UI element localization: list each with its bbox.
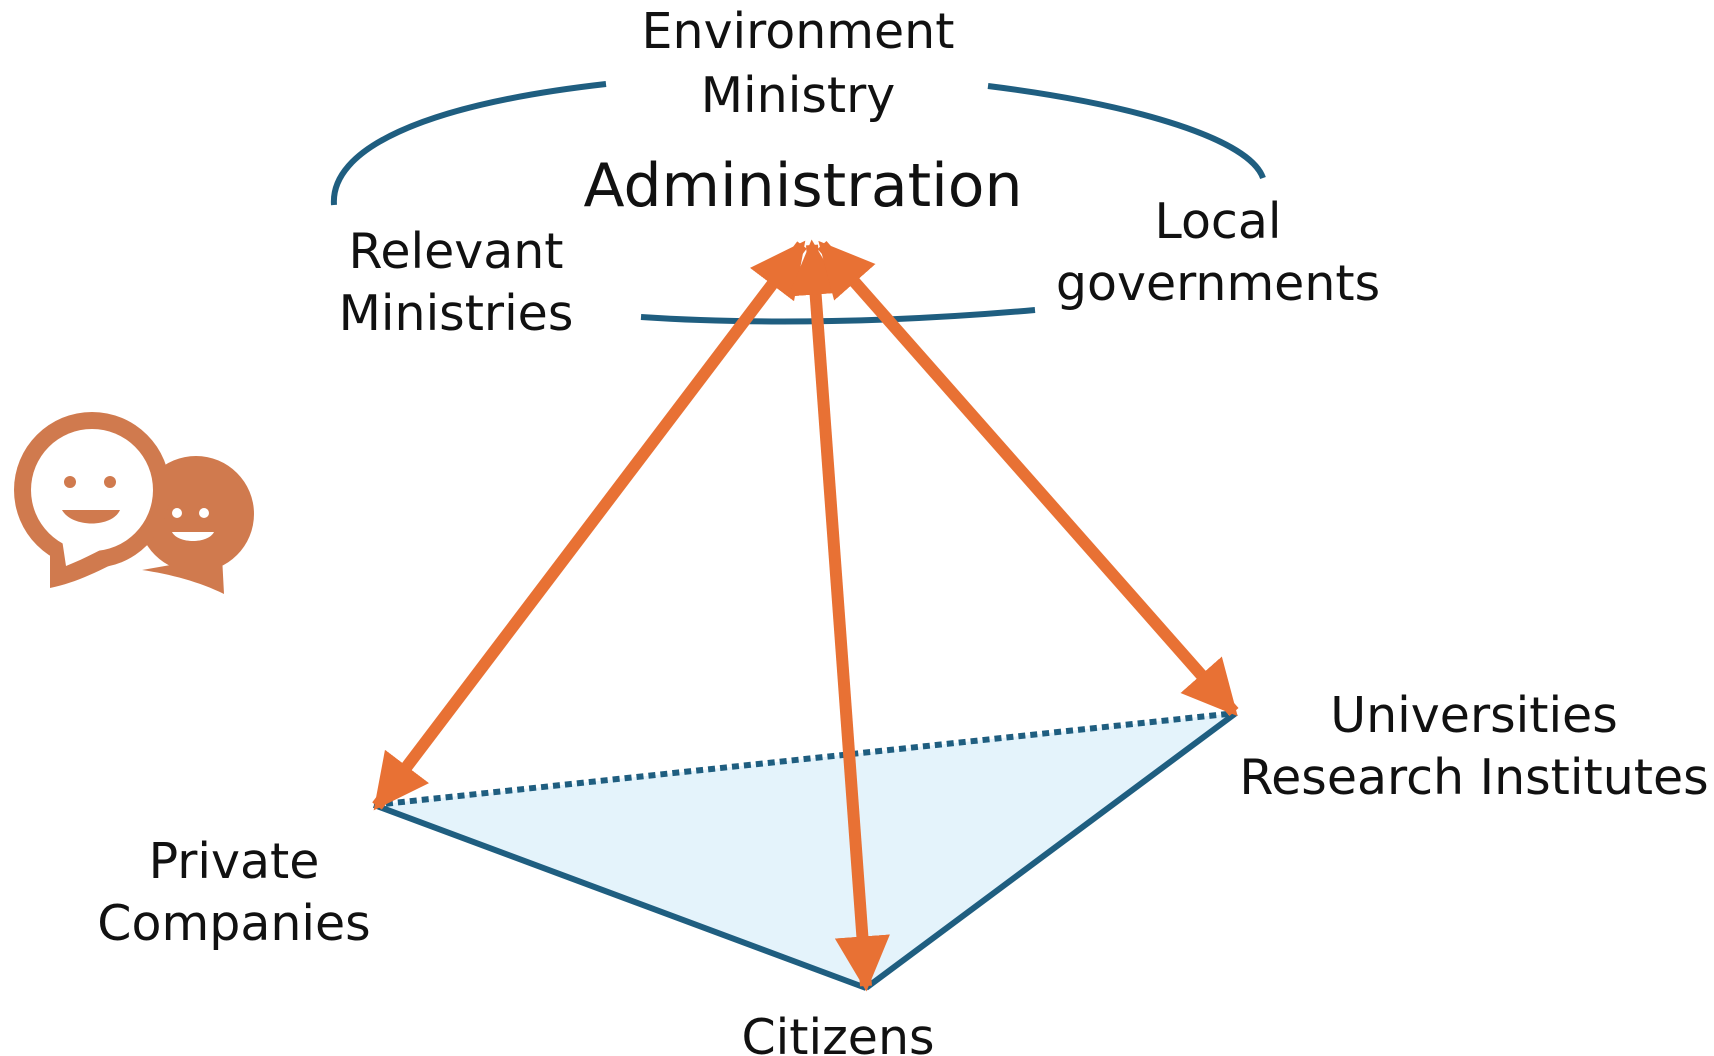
ring-arc-upper-left bbox=[330, 81, 607, 206]
arrow-admin-private-companies bbox=[372, 240, 807, 811]
label-administration: Administration bbox=[583, 151, 1022, 221]
chat-bubbles-smiley-icon bbox=[14, 412, 254, 594]
ring-arc-lower bbox=[640, 307, 1036, 325]
label-research-institutes-line2: Research Institutes bbox=[1239, 749, 1708, 806]
label-environment-ministry-line2: Ministry bbox=[701, 67, 895, 124]
label-local-governments-line2: governments bbox=[1056, 255, 1380, 312]
label-environment-ministry-line1: Environment bbox=[642, 3, 955, 60]
label-private-companies-line1: Private bbox=[149, 833, 320, 890]
label-local-governments-line1: Local bbox=[1155, 193, 1282, 250]
base-edge-left bbox=[372, 802, 868, 991]
label-relevant-ministries-line1: Relevant bbox=[348, 223, 563, 280]
ring-arc-upper-right bbox=[987, 83, 1266, 180]
arrow-admin-universities bbox=[817, 240, 1239, 717]
label-relevant-ministries-line2: Ministries bbox=[339, 285, 574, 342]
label-private-companies-line2: Companies bbox=[97, 895, 370, 952]
label-citizens: Citizens bbox=[741, 1009, 934, 1056]
base-edge-right bbox=[864, 710, 1238, 991]
label-universities-line1: Universities bbox=[1330, 687, 1617, 744]
